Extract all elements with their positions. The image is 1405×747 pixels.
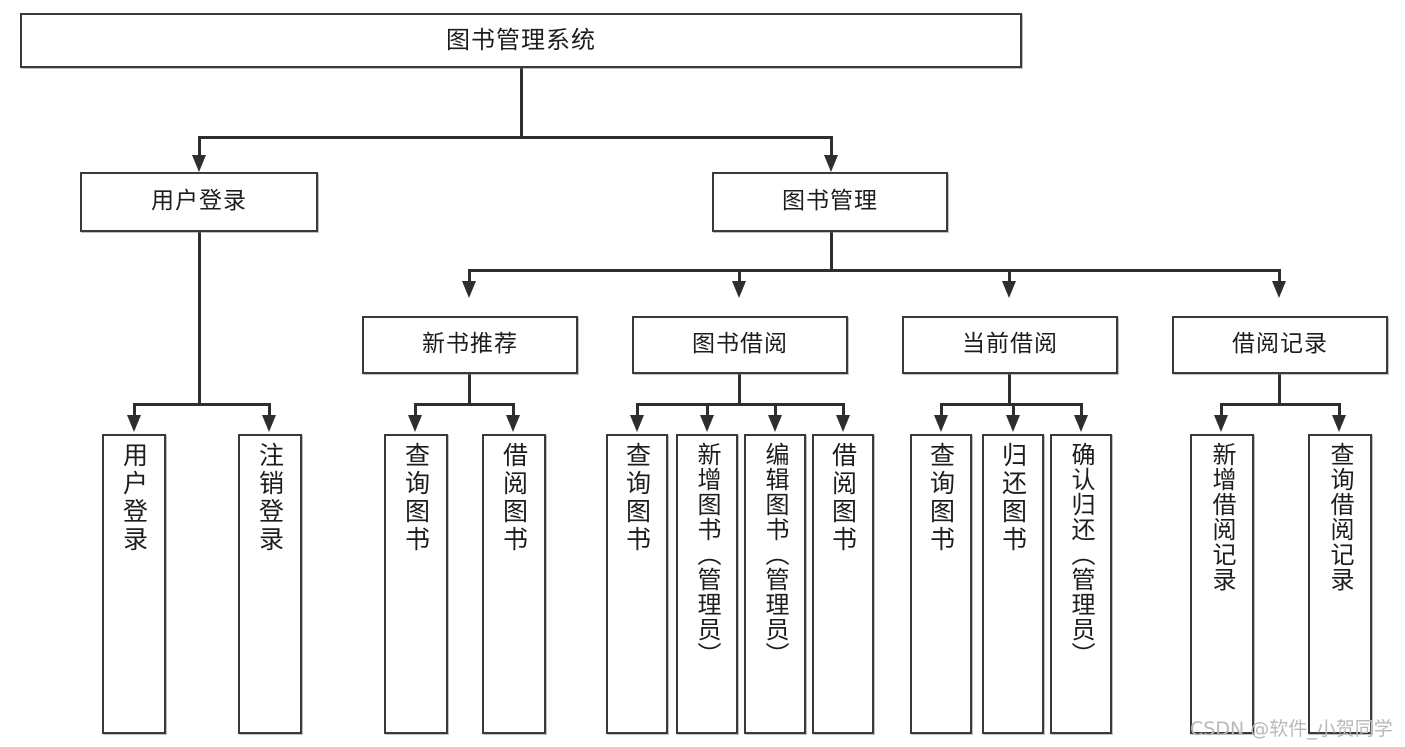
arrow-to-leaf-return-book [1006,415,1020,432]
connector-borrow-record-drop-2 [1338,403,1341,417]
node-leaf-edit-book[interactable]: 编辑图书（管理员） [744,434,806,734]
connector-book-manage-drop-1 [468,269,471,283]
node-leaf-return-book-label: 归还图书 [998,442,1028,554]
connector-current-borrow-drop-1 [940,403,943,417]
node-leaf-borrow-book-2-label: 借阅图书 [828,442,858,554]
node-root-label: 图书管理系统 [446,26,596,55]
connector-book-borrow-drop-3 [774,403,777,417]
connector-new-book-rec-drop-2 [512,403,515,417]
node-leaf-add-book-label: 新增图书（管理员） [693,442,721,667]
arrow-to-leaf-logout [262,415,276,432]
arrow-to-leaf-borrow-book-2 [836,415,850,432]
node-user-login[interactable]: 用户登录 [80,172,318,232]
arrow-to-leaf-user-login [127,415,141,432]
connector-user-login-drop-2 [268,403,271,417]
connector-user-login-bar [133,403,270,406]
node-leaf-logout[interactable]: 注销登录 [238,434,302,734]
connector-root-drop-left [198,136,201,158]
connector-user-login-stem [198,232,201,404]
node-new-book-rec-label: 新书推荐 [422,331,518,358]
arrow-to-leaf-add-book [700,415,714,432]
node-root[interactable]: 图书管理系统 [20,13,1022,68]
arrow-to-book-borrow [732,281,746,298]
node-leaf-return-book[interactable]: 归还图书 [982,434,1044,734]
arrow-to-leaf-confirm-return [1074,415,1088,432]
arrow-to-leaf-query-book-2 [630,415,644,432]
node-book-borrow-label: 图书借阅 [692,331,788,358]
node-book-borrow[interactable]: 图书借阅 [632,316,848,374]
node-borrow-record-label: 借阅记录 [1232,331,1328,358]
node-borrow-record[interactable]: 借阅记录 [1172,316,1388,374]
connector-current-borrow-drop-2 [1012,403,1015,417]
connector-book-manage-bar [468,269,1280,272]
node-leaf-borrow-book-1[interactable]: 借阅图书 [482,434,546,734]
connector-book-borrow-drop-2 [706,403,709,417]
node-leaf-add-record[interactable]: 新增借阅记录 [1190,434,1254,734]
node-user-login-label: 用户登录 [151,188,247,215]
arrow-to-leaf-query-record [1332,415,1346,432]
node-leaf-confirm-return-label: 确认归还（管理员） [1067,442,1095,667]
connector-book-borrow-bar [636,403,844,406]
connector-user-login-drop-1 [133,403,136,417]
node-leaf-borrow-book-1-label: 借阅图书 [499,442,529,554]
node-new-book-rec[interactable]: 新书推荐 [362,316,578,374]
connector-book-manage-drop-2 [738,269,741,283]
node-leaf-query-book-2[interactable]: 查询图书 [606,434,668,734]
connector-book-borrow-drop-4 [842,403,845,417]
connector-root-bar [198,136,832,139]
node-current-borrow-label: 当前借阅 [962,331,1058,358]
connector-book-borrow-stem [738,374,741,405]
arrow-to-leaf-add-record [1214,415,1228,432]
connector-new-book-rec-drop-1 [414,403,417,417]
arrow-to-leaf-edit-book [768,415,782,432]
node-leaf-confirm-return[interactable]: 确认归还（管理员） [1050,434,1112,734]
connector-book-manage-drop-3 [1008,269,1011,283]
connector-root-stem [520,68,523,138]
arrow-to-borrow-record [1272,281,1286,298]
node-leaf-add-book[interactable]: 新增图书（管理员） [676,434,738,734]
node-book-manage-label: 图书管理 [782,188,878,215]
connector-book-manage-stem [830,232,833,271]
node-current-borrow[interactable]: 当前借阅 [902,316,1118,374]
node-leaf-query-book-3[interactable]: 查询图书 [910,434,972,734]
node-leaf-borrow-book-2[interactable]: 借阅图书 [812,434,874,734]
connector-borrow-record-drop-1 [1220,403,1223,417]
connector-book-manage-drop-4 [1278,269,1281,283]
connector-current-borrow-bar [940,403,1082,406]
node-leaf-query-book-3-label: 查询图书 [926,442,956,554]
arrow-to-leaf-query-book-1 [408,415,422,432]
arrow-to-leaf-query-book-3 [934,415,948,432]
arrow-to-leaf-borrow-book-1 [506,415,520,432]
arrow-to-current-borrow [1002,281,1016,298]
connector-borrow-record-bar [1220,403,1340,406]
connector-root-drop-right [830,136,833,158]
arrow-to-user-login [192,155,206,172]
connector-book-borrow-drop-1 [636,403,639,417]
node-leaf-logout-label: 注销登录 [255,442,285,554]
arrow-to-book-manage [824,155,838,172]
node-leaf-user-login-label: 用户登录 [119,442,149,554]
node-leaf-query-book-2-label: 查询图书 [622,442,652,554]
node-leaf-query-book-1-label: 查询图书 [401,442,431,554]
node-leaf-query-record[interactable]: 查询借阅记录 [1308,434,1372,734]
node-leaf-add-record-label: 新增借阅记录 [1208,442,1236,592]
connector-current-borrow-stem [1008,374,1011,405]
connector-current-borrow-drop-3 [1080,403,1083,417]
connector-new-book-rec-stem [468,374,471,405]
arrow-to-new-book-rec [462,281,476,298]
node-leaf-edit-book-label: 编辑图书（管理员） [761,442,789,667]
connector-new-book-rec-bar [414,403,514,406]
node-leaf-query-record-label: 查询借阅记录 [1326,442,1354,592]
node-leaf-query-book-1[interactable]: 查询图书 [384,434,448,734]
connector-borrow-record-stem [1278,374,1281,405]
node-leaf-user-login[interactable]: 用户登录 [102,434,166,734]
node-book-manage[interactable]: 图书管理 [712,172,948,232]
